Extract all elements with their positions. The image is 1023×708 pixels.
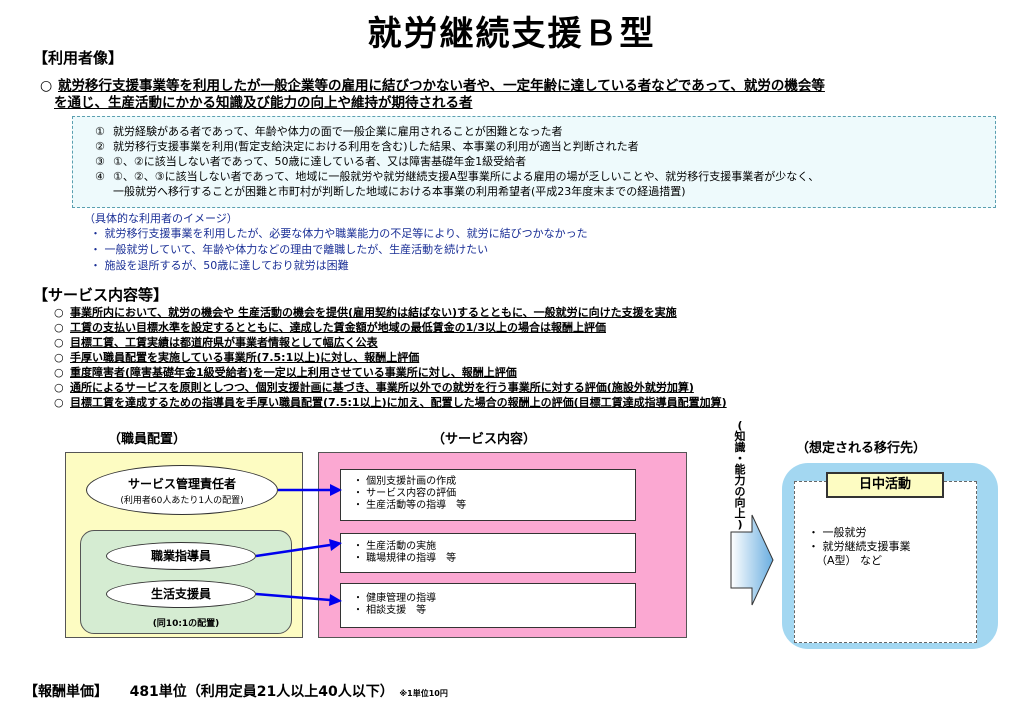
- service-manager-label: サービス管理責任者: [127, 477, 236, 491]
- service-manager-note: (利用者60人あたり1人の配置): [120, 496, 244, 506]
- service-manager-oval: サービス管理責任者 (利用者60人あたり1人の配置): [86, 465, 278, 515]
- service-box-health: ・ 健康管理の指導 ・ 相談支援 等: [340, 583, 636, 628]
- service-item: ○手厚い職員配置を実施している事業所(7.5:1以上)に対し、報酬上評価: [54, 351, 420, 364]
- service-box-production: ・ 生産活動の実施 ・ 職場規律の指導 等: [340, 533, 636, 573]
- service-box-planning: ・ 個別支援計画の作成 ・ サービス内容の評価 ・ 生産活動等の指導 等: [340, 469, 636, 521]
- knowledge-ability-vertical-label: ( 知 識 ・ 能 力 の 向 上 ): [734, 419, 746, 531]
- service-box-line: ・ サービス内容の評価: [353, 488, 457, 499]
- fee-value: 481単位（利用定員21人以上40人以下）: [129, 684, 394, 700]
- service-box-line: ・ 健康管理の指導: [353, 593, 437, 604]
- service-item: ○目標工賃、工賃実績は都道府県が事業者情報として幅広く公表: [54, 336, 378, 349]
- user-image-item: ・ 施設を退所するが、50歳に達しており就労は困難: [90, 259, 349, 272]
- fee-line: 【報酬単価】 481単位（利用定員21人以上40人以下） ※1単位10円: [24, 681, 448, 701]
- lead-mark: ○: [40, 78, 53, 94]
- destination-item: ・ 就労継続支援事業: [808, 540, 911, 553]
- service-item: ○事業所内において、就労の機会や 生産活動の機会を提供(雇用契約は結ばない)する…: [54, 306, 677, 319]
- criteria-item-continued: 一般就労へ移行することが困難と市町村が判断した地域における本事業の利用希望者(平…: [113, 185, 686, 198]
- users-lead-line1: 就労移行支援事業等を利用したが一般企業等の雇用に結びつかない者や、一定年齢に達し…: [58, 78, 825, 94]
- service-box-line: ・ 相談支援 等: [353, 605, 427, 616]
- service-item: ○通所によるサービスを原則としつつ、個別支援計画に基づき、事業所以外での就労を行…: [54, 381, 694, 394]
- destination-item: （A型） など: [816, 554, 883, 567]
- fee-heading: 【報酬単価】: [24, 684, 108, 700]
- day-activity-box: 日中活動: [826, 472, 944, 498]
- users-lead-line2: を通じ、生産活動にかかる知識及び能力の向上や維持が期待される者: [54, 95, 473, 111]
- life-support-oval: 生活支援員: [106, 580, 256, 608]
- service-item: ○工賃の支払い目標水準を設定するとともに、達成した賃金額が地域の最低賃金の1/3…: [54, 321, 606, 334]
- service-box-line: ・ 職場規律の指導 等: [353, 553, 457, 564]
- destination-list: ・ 一般就労 ・ 就労継続支援事業 （A型） など: [808, 526, 911, 568]
- destination-inner-box: [794, 481, 977, 643]
- service-box-line: ・ 生産活動の実施: [353, 541, 437, 552]
- page-title: 就労継続支援Ｂ型: [367, 14, 656, 54]
- service-item: ○目標工賃を達成するための指導員を手厚い職員配置(7.5:1以上)に加え、配置し…: [54, 396, 727, 409]
- services-heading: 【サービス内容等】: [33, 286, 169, 304]
- service-panel-label: （サービス内容）: [432, 432, 537, 447]
- fee-note: ※1単位10円: [399, 689, 448, 698]
- users-lead: 就労移行支援事業等を利用したが一般企業等の雇用に結びつかない者や、一定年齢に達し…: [54, 78, 988, 112]
- destination-item: ・ 一般就労: [808, 526, 867, 539]
- service-box-line: ・ 個別支援計画の作成: [353, 476, 457, 487]
- service-item: ○重度障害者(障害基礎年金1級受給者)を一定以上利用させている事業所に対し、報酬…: [54, 366, 517, 379]
- destination-label: （想定される移行先）: [796, 441, 927, 456]
- user-image-item: ・ 就労移行支援事業を利用したが、必要な体力や職業能力の不足等により、就労に結び…: [90, 227, 588, 240]
- service-box-line: ・ 生産活動等の指導 等: [353, 500, 467, 511]
- ratio-note: (同10:1の配置): [152, 619, 220, 629]
- job-instructor-oval: 職業指導員: [106, 542, 256, 570]
- staff-panel-label: （職員配置）: [108, 432, 187, 447]
- users-heading: 【利用者像】: [33, 49, 124, 67]
- user-image-heading: （具体的な利用者のイメージ）: [84, 212, 238, 225]
- user-image-item: ・ 一般就労していて、年齢や体力などの理由で離職したが、生産活動を続けたい: [90, 243, 489, 256]
